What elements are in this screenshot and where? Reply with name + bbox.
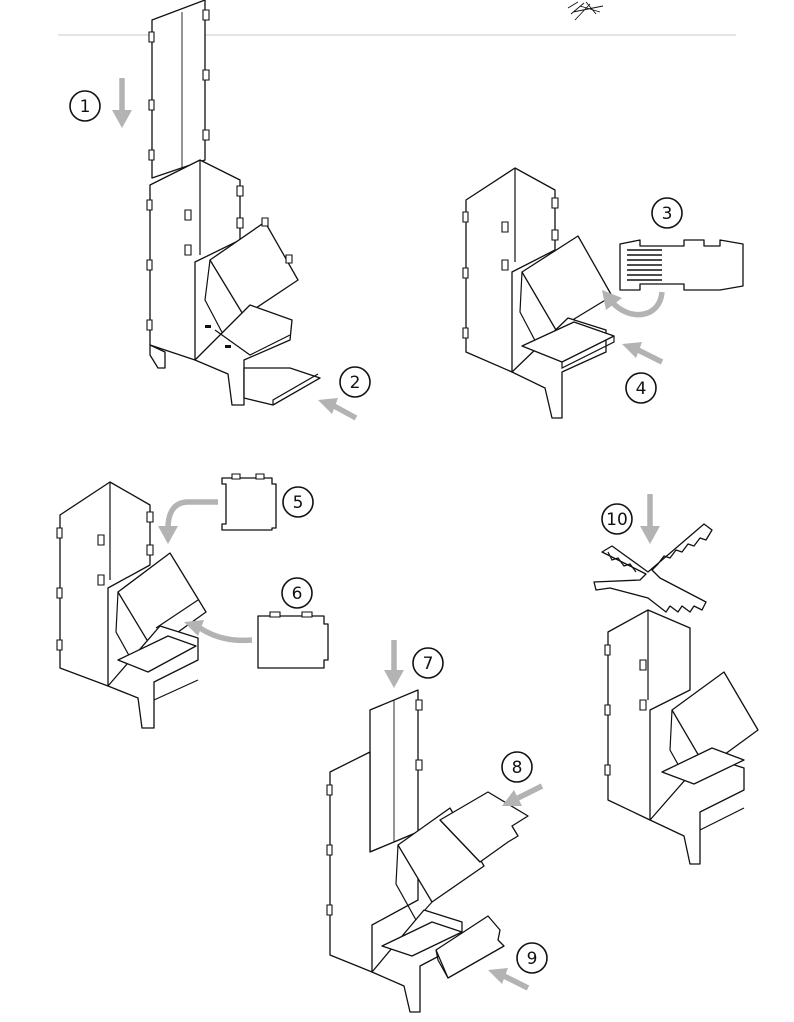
callout-step-3-label: 3	[662, 204, 673, 224]
stove-assembly-step-1-2	[146, 0, 321, 406]
callout-step-5: 5	[282, 486, 314, 518]
arrow-step-4	[622, 342, 664, 365]
callout-step-3: 3	[651, 197, 683, 229]
callout-step-4-label: 4	[636, 379, 647, 399]
stove-assembly-step-7-9	[326, 689, 529, 1013]
stove-assembly-step-10	[593, 523, 759, 865]
stove-assembly-step-3-4	[462, 167, 744, 419]
callout-step-8: 8	[501, 751, 533, 783]
callout-step-1: 1	[69, 90, 101, 122]
arrow-step-6	[184, 620, 253, 644]
callout-step-9-label: 9	[527, 949, 538, 969]
callout-step-7: 7	[412, 647, 444, 679]
callout-step-2-label: 2	[350, 373, 361, 393]
arrow-step-5	[158, 499, 218, 544]
callout-step-6-label: 6	[292, 584, 303, 604]
callout-step-2: 2	[339, 366, 371, 398]
arrow-step-3	[602, 290, 665, 318]
callout-step-9: 9	[516, 942, 548, 974]
callout-step-8-label: 8	[512, 758, 523, 778]
callout-step-10: 10	[601, 503, 633, 535]
arrow-step-10	[640, 494, 660, 544]
arrow-step-9	[488, 968, 530, 991]
callout-step-7-label: 7	[423, 654, 434, 674]
stove-assembly-step-5-6	[56, 473, 329, 729]
arrow-step-8	[502, 783, 544, 806]
callout-step-5-label: 5	[293, 493, 304, 513]
grate-plate	[619, 239, 744, 291]
arrow-step-1	[112, 78, 132, 128]
callout-step-6: 6	[281, 577, 313, 609]
callout-step-4: 4	[625, 372, 657, 404]
arrow-step-2	[318, 398, 358, 421]
arrow-step-7	[384, 640, 404, 688]
callout-step-10-label: 10	[606, 510, 628, 530]
decorative-scribble	[567, 1, 604, 21]
callout-step-1-label: 1	[80, 97, 91, 117]
